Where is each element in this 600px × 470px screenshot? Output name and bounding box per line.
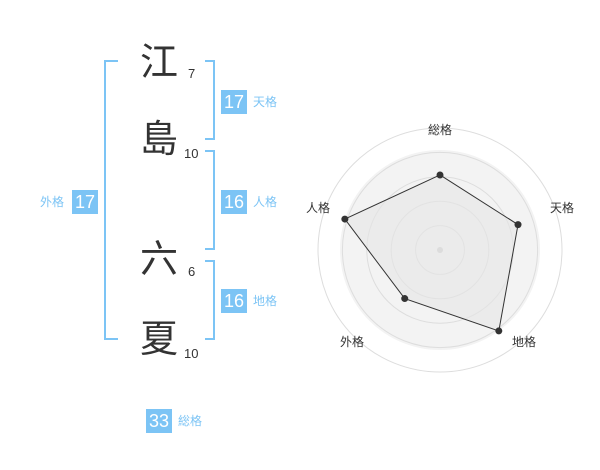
name-char-2: 島 [140,117,179,161]
soukaku-value-badge: 33 [146,409,172,433]
stroke-count-1: 7 [188,66,196,81]
tenkaku-value-badge: 17 [221,90,247,114]
radar-ring-4 [341,151,539,349]
name-char-4: 夏 [140,317,179,361]
jinkaku-bracket [205,150,215,250]
chikaku-bracket [205,260,215,340]
gaikaku-value-badge: 17 [72,190,98,214]
radar-axis-label-4: 外格 [340,334,364,349]
gaikaku-bracket [104,60,118,340]
soukaku-label: 総格 [178,414,203,428]
name-char-1: 江 [140,40,179,84]
tenkaku-label: 天格 [253,95,278,109]
radar-point-5 [341,215,349,223]
radar-point-1 [436,171,444,179]
tenkaku-bracket [205,60,215,140]
jinkaku-label: 人格 [253,195,278,209]
radar-point-2 [514,221,522,229]
stroke-count-3: 6 [188,264,196,279]
radar-series-polygon [344,174,519,332]
gaikaku-label: 外格 [40,195,65,209]
chikaku-label: 地格 [253,294,278,308]
radar-axis-label-5: 人格 [306,200,330,215]
radar-axis-label-3: 地格 [512,334,536,349]
radar-ring-5 [317,127,563,373]
jinkaku-value-badge: 16 [221,190,247,214]
radar-axis-label-1: 総格 [428,122,452,137]
stroke-count-2: 10 [184,146,199,161]
name-char-3: 六 [140,237,179,281]
chikaku-value-badge: 16 [221,289,247,313]
radar-axis-label-2: 天格 [550,200,574,215]
radar-point-3 [495,327,503,335]
stroke-count-4: 10 [184,346,199,361]
radar-point-4 [401,295,409,303]
